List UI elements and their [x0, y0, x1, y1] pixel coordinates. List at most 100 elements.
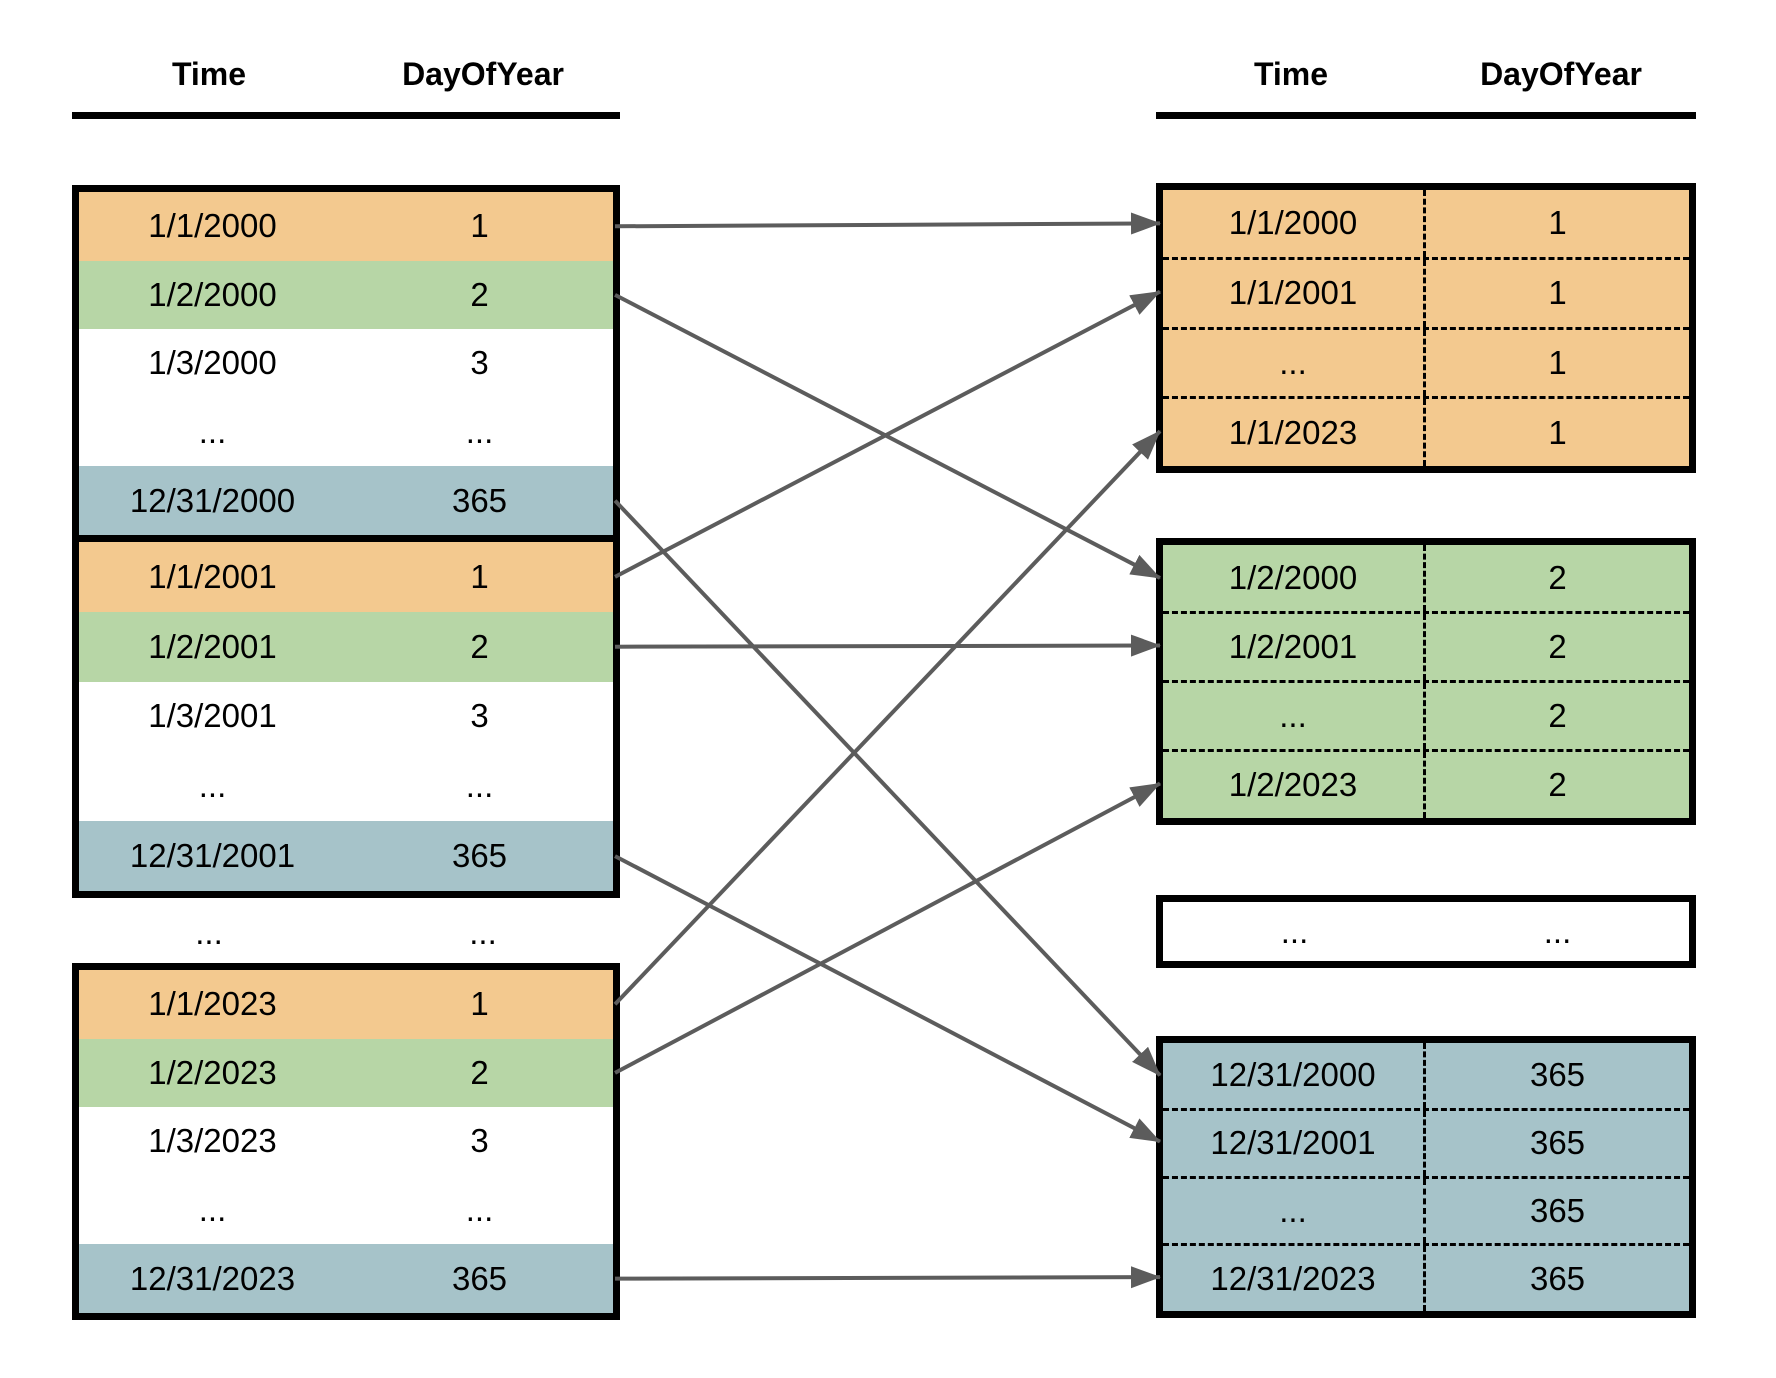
dayofyear-cell: 2 [1548, 697, 1567, 734]
left-row-1-2: 1/3/2001 3 [79, 681, 613, 752]
left-row-1-3: ... ... [79, 751, 613, 822]
dayofyear-cell: 365 [1529, 1056, 1586, 1094]
right-row-1-1: 1/2/2001 2 [1163, 611, 1689, 680]
mapping-arrow [613, 499, 1162, 1077]
mapping-arrow [614, 293, 1161, 580]
right-row-0-0: 1/1/2000 1 [1163, 190, 1689, 257]
right-row-0-1: 1/1/2001 1 [1163, 256, 1689, 327]
time-cell: 1/1/2001 [1163, 259, 1426, 327]
left-header-rule [72, 112, 620, 119]
time-cell: 1/3/2023 [148, 1122, 277, 1160]
mapping-arrow [614, 634, 1161, 657]
right-header: Time DayOfYear [1156, 48, 1696, 100]
dayofyear-cell: 2 [1548, 628, 1567, 665]
right-row-1-3: 1/2/2023 2 [1163, 749, 1689, 818]
left-row-2-4: 12/31/2023 365 [79, 1244, 613, 1313]
right-table-day365: 12/31/2000 365 12/31/2001 365 ... 365 12… [1156, 1036, 1696, 1318]
time-cell: ... [1280, 912, 1309, 950]
dayofyear-cell: 2 [470, 275, 489, 313]
mapping-arrow [614, 854, 1161, 1144]
left-table-2000: 1/1/2000 1 1/2/2000 2 1/3/2000 3 ... ...… [72, 185, 620, 542]
time-cell: 1/3/2000 [148, 344, 277, 382]
left-row-0-4: 12/31/2000 365 [79, 466, 613, 535]
left-row-2-0: 1/1/2023 1 [79, 970, 613, 1039]
left-table-2001: 1/1/2001 1 1/2/2001 2 1/3/2001 3 ... ...… [72, 535, 620, 898]
dayofyear-cell: 2 [1548, 559, 1567, 596]
time-cell: ... [195, 914, 223, 951]
left-row-0-0: 1/1/2000 1 [79, 192, 613, 261]
right-row-1-2: ... 2 [1163, 680, 1689, 749]
dayofyear-cell: ... [1543, 912, 1572, 950]
left-gap-row: ... ... [72, 903, 620, 963]
dayofyear-cell: 365 [1529, 1124, 1586, 1162]
time-cell: 12/31/2001 [1163, 1110, 1426, 1176]
dayofyear-cell: ... [465, 767, 494, 805]
time-cell: 1/1/2001 [148, 557, 277, 595]
time-cell: 12/31/2001 [129, 837, 296, 875]
time-cell: ... [1163, 683, 1426, 749]
right-row-3-1: 12/31/2001 365 [1163, 1107, 1689, 1176]
time-cell: 1/2/2001 [1163, 614, 1426, 680]
right-row-2-0: ... ... [1163, 902, 1689, 961]
dayofyear-cell: 1 [1548, 274, 1567, 312]
left-row-1-4: 12/31/2001 365 [79, 821, 613, 891]
right-header-dayofyear: DayOfYear [1480, 55, 1642, 92]
right-header-rule [1156, 112, 1696, 119]
left-table-2023: 1/1/2023 1 1/2/2023 2 1/3/2023 3 ... ...… [72, 963, 620, 1320]
dayofyear-cell: 1 [1548, 343, 1567, 381]
left-header: Time DayOfYear [72, 48, 620, 100]
dayofyear-cell: 3 [470, 1122, 489, 1160]
right-table-day2: 1/2/2000 2 1/2/2001 2 ... 2 1/2/2023 2 [1156, 538, 1696, 825]
dayofyear-cell: ... [465, 1191, 494, 1229]
mapping-arrow [614, 212, 1161, 235]
time-cell: 12/31/2023 [1163, 1246, 1426, 1311]
right-row-1-0: 1/2/2000 2 [1163, 545, 1689, 611]
left-row-2-1: 1/2/2023 2 [79, 1038, 613, 1108]
left-row-1-1: 1/2/2001 2 [79, 611, 613, 682]
dayofyear-cell: 365 [451, 1259, 508, 1297]
dayofyear-cell: 1 [1548, 413, 1567, 451]
right-row-0-3: 1/1/2023 1 [1163, 396, 1689, 466]
dayofyear-cell: 1 [470, 207, 489, 245]
dayofyear-cell: 1 [470, 985, 489, 1023]
left-row-2-2: 1/3/2023 3 [79, 1107, 613, 1176]
time-cell: 1/1/2000 [1163, 190, 1426, 257]
time-cell: 12/31/2023 [129, 1259, 296, 1297]
left-header-dayofyear: DayOfYear [402, 55, 564, 92]
right-row-3-3: 12/31/2023 365 [1163, 1243, 1689, 1311]
dayofyear-cell: 2 [470, 1053, 489, 1091]
right-row-3-2: ... 365 [1163, 1175, 1689, 1244]
time-cell: ... [1163, 1178, 1426, 1244]
left-row-0-2: 1/3/2000 3 [79, 329, 613, 398]
time-cell: 1/2/2001 [148, 627, 277, 665]
dayofyear-cell: 365 [1529, 1191, 1586, 1229]
time-cell: 1/3/2001 [148, 697, 277, 735]
dayofyear-cell: ... [465, 413, 494, 451]
time-cell: 1/1/2000 [148, 207, 277, 245]
left-row-0-3: ... ... [79, 397, 613, 467]
mapping-arrow [614, 781, 1161, 1075]
time-cell: 1/2/2023 [1163, 752, 1426, 818]
time-cell: 1/1/2023 [1163, 399, 1426, 466]
right-table-ellipsis: ... ... [1156, 895, 1696, 968]
left-row-2-3: ... ... [79, 1175, 613, 1245]
dayofyear-cell: 3 [470, 697, 489, 735]
mapping-arrow [613, 429, 1162, 1006]
dayofyear-cell: 2 [1548, 766, 1567, 803]
dayofyear-cell: 3 [470, 344, 489, 382]
right-header-time: Time [1253, 55, 1329, 92]
dayofyear-cell: 365 [451, 481, 508, 519]
left-row-1-0: 1/1/2001 1 [79, 542, 613, 612]
dayofyear-cell: ... [469, 914, 497, 951]
dayofyear-cell: 2 [470, 627, 489, 665]
left-header-time: Time [171, 55, 247, 92]
right-row-0-2: ... 1 [1163, 326, 1689, 397]
dayofyear-cell: 1 [1548, 204, 1567, 242]
time-cell: ... [198, 413, 227, 451]
right-row-3-0: 12/31/2000 365 [1163, 1043, 1689, 1108]
time-cell: 1/2/2023 [148, 1053, 277, 1091]
time-cell: ... [198, 1191, 227, 1229]
time-cell: 12/31/2000 [129, 481, 296, 519]
dayofyear-cell: 1 [470, 557, 489, 595]
